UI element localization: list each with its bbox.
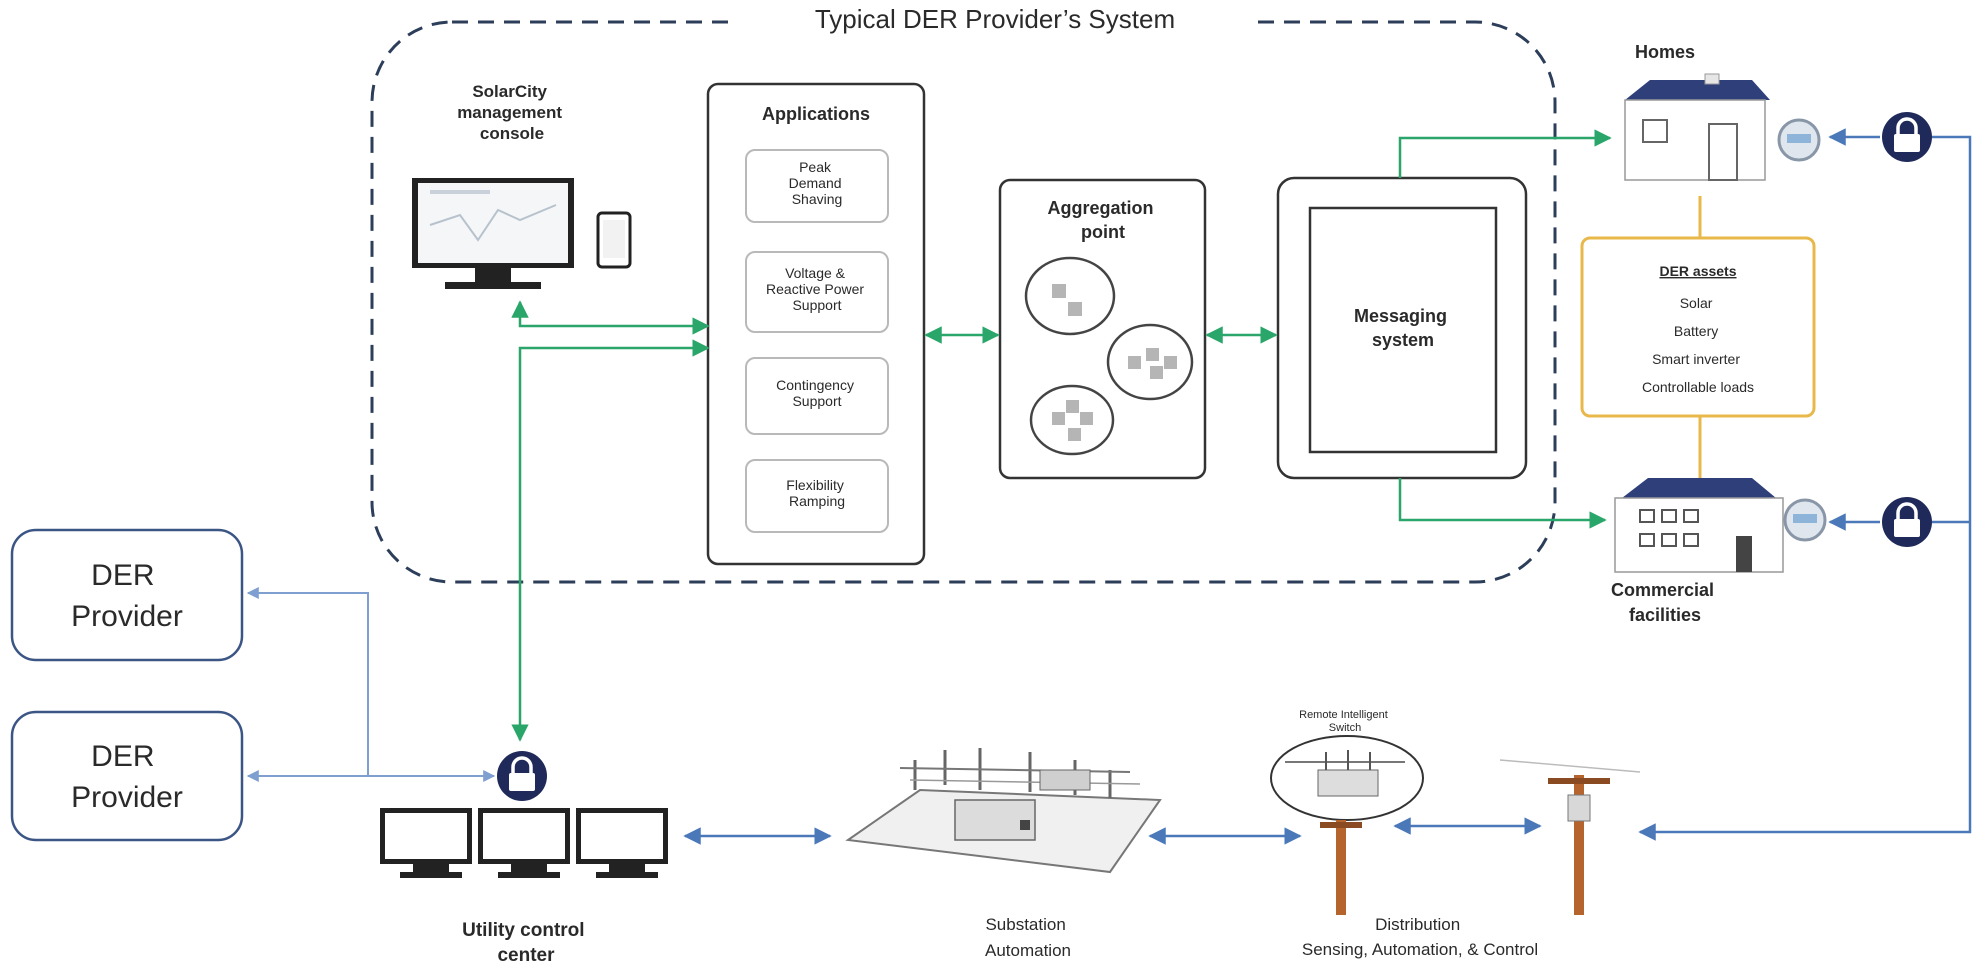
svg-text:Distribution Sensing, Auto: Distribution Sensing, Automation, & Cont… (1302, 915, 1538, 959)
svg-text:Utility control center: Utility control center (462, 920, 590, 965)
app-peak-demand-shaving: Peak Demand Shaving (745, 149, 889, 223)
aggregation-label-1: Aggregation (1047, 198, 1153, 218)
lock-icon (497, 751, 547, 801)
der-assets-title: DER assets (1659, 263, 1736, 279)
app-flexibility-ramping: Flexibility Ramping (745, 459, 889, 533)
der-asset-item: Battery (1674, 323, 1718, 339)
substation-label-2: Automation (985, 941, 1071, 960)
messaging-to-commercial-link (1398, 478, 1607, 529)
utility-control-center: Utility control center (380, 751, 668, 965)
house-icon (1624, 73, 1770, 181)
cluster-icon (1029, 384, 1115, 456)
messaging-to-homes-link (1398, 129, 1612, 178)
commercial-label-2: facilities (1629, 605, 1701, 625)
green-links (511, 129, 1612, 742)
provider-links (246, 587, 496, 782)
app-label: Reactive Power (766, 281, 864, 297)
messaging-label-2: system (1372, 330, 1434, 350)
provider-label: Provider (71, 600, 183, 633)
svg-text:Substation Automation: Substation Automation (985, 915, 1071, 960)
monitor-icon (478, 808, 570, 878)
der-provider-box: DER Provider (10, 528, 244, 662)
app-label: Shaving (792, 191, 843, 207)
der-provider-system-boundary (370, 20, 1557, 584)
cluster-icon (1106, 323, 1194, 401)
app-contingency-support: Contingency Support (745, 357, 889, 435)
distribution-label-1: Distribution (1375, 915, 1460, 934)
system-title: Typical DER Provider’s System (815, 4, 1175, 34)
utility-label-1: Utility control (462, 920, 584, 941)
monitor-icon (412, 178, 574, 289)
svg-text:Solar Battery Smar: Solar Battery Smart inverter Controllabl… (1642, 295, 1754, 395)
svg-text:Commercial facilities: Commercial facilities (1611, 580, 1719, 625)
der-asset-item: Smart inverter (1652, 351, 1740, 367)
messaging-system: Messaging system (1276, 176, 1528, 480)
switch-label-1: Remote Intelligent (1299, 709, 1388, 721)
svg-text:DER Provider: DER Provider (71, 740, 183, 814)
blue-links (683, 128, 1972, 845)
svg-text:SolarCity management: SolarCity management console (457, 82, 567, 143)
app-voltage-reactive-power: Voltage & Reactive Power Support (745, 251, 889, 333)
svg-text:Aggregation point: Aggregation point (1047, 198, 1158, 242)
commercial-facilities: Commercial facilities (1611, 478, 1827, 625)
console-label-3: console (480, 124, 544, 143)
applications-panel: Applications Peak Demand Shaving Voltage… (706, 82, 926, 566)
cluster-icon (1024, 256, 1116, 336)
der-assets-panel: DER assets Solar Battery Smart inverter … (1580, 196, 1816, 480)
app-label: Peak (799, 159, 832, 175)
app-label: Flexibility (786, 477, 844, 493)
messaging-label-1: Messaging (1354, 306, 1447, 326)
homes-label: Homes (1635, 42, 1695, 62)
provider-label: Provider (71, 781, 183, 814)
utility-to-apps-link (511, 339, 710, 742)
svg-text:Contingency Support: Contingency Support (776, 377, 858, 409)
svg-text:DER Provider: DER Provider (71, 559, 183, 633)
svg-text:Voltage & Reactive Pow: Voltage & Reactive Power Support (766, 265, 868, 313)
applications-title: Applications (762, 104, 870, 124)
aggregation-point: Aggregation point (998, 178, 1207, 480)
console-label-2: management (457, 103, 562, 122)
app-label: Ramping (789, 493, 845, 509)
svg-text:Peak Demand Sh: Peak Demand Shaving (789, 159, 846, 207)
der-asset-item: Solar (1680, 295, 1713, 311)
provider-label: DER (91, 740, 154, 773)
app-label: Contingency (776, 377, 854, 393)
monitor-icon (576, 808, 668, 878)
app-label: Support (792, 297, 841, 313)
svg-text:Messaging system: Messaging system (1354, 306, 1452, 350)
monitor-icon (380, 808, 472, 878)
utility-pole-icon (1499, 759, 1641, 915)
app-label: Support (792, 393, 841, 409)
building-icon (1614, 478, 1784, 573)
console-label-1: SolarCity (472, 82, 547, 101)
commercial-label-1: Commercial (1611, 580, 1714, 600)
lock-icon (1882, 497, 1932, 547)
switch-label-2: Switch (1329, 722, 1361, 734)
lock-icon (1882, 112, 1932, 162)
svg-text:Remote Intelligent Switc: Remote Intelligent Switch (1299, 709, 1391, 734)
console-to-apps-link (511, 300, 710, 335)
distribution-label-2: Sensing, Automation, & Control (1302, 940, 1538, 959)
management-console: SolarCity management console (412, 82, 632, 289)
smart-meter-icon (1783, 498, 1827, 542)
provider-label: DER (91, 559, 154, 592)
homes: Homes (1624, 42, 1821, 181)
app-label: Voltage & (785, 265, 846, 281)
aggregation-label-2: point (1081, 222, 1125, 242)
der-provider-box: DER Provider (10, 710, 244, 842)
substation-label-1: Substation (985, 915, 1065, 934)
utility-pole-icon (1320, 820, 1362, 915)
utility-label-2: center (497, 945, 555, 965)
smart-meter-icon (1777, 118, 1821, 162)
remote-intelligent-switch: Remote Intelligent Switch (1270, 709, 1424, 915)
substation-icon (845, 748, 1162, 874)
der-asset-item: Controllable loads (1642, 379, 1754, 395)
app-label: Demand (789, 175, 842, 191)
phone-icon (596, 211, 632, 269)
substation-automation: Substation Automation (845, 748, 1162, 960)
svg-text:Flexibility Ramping: Flexibility Ramping (786, 477, 847, 509)
